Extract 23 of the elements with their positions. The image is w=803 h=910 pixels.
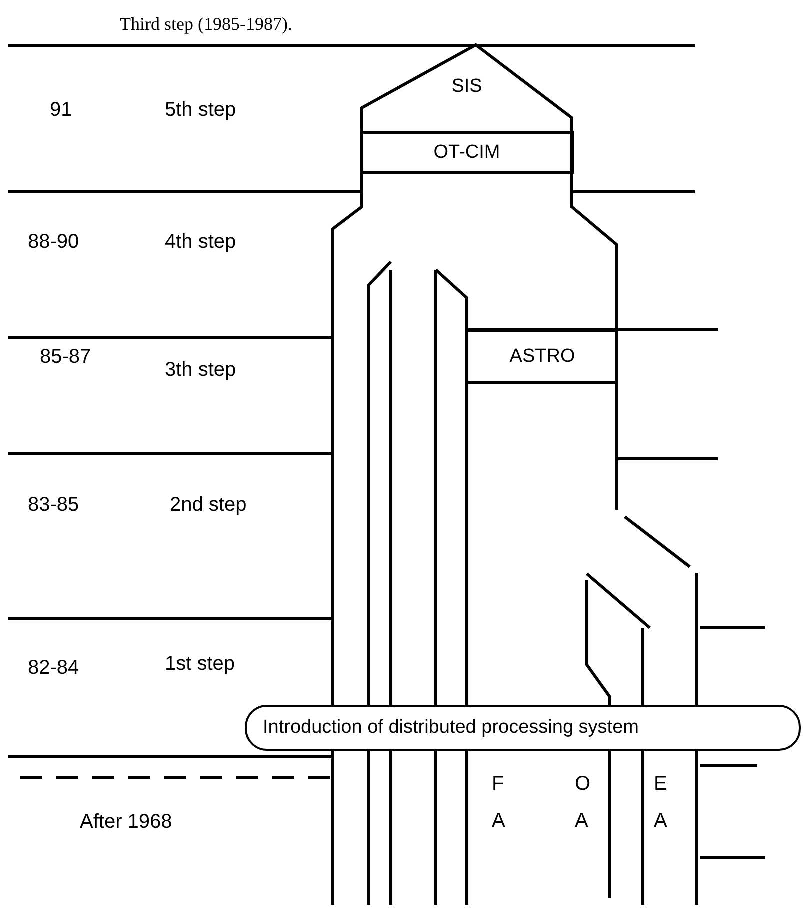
column-label: F A [492,772,506,834]
period-label: 85-87 [40,345,92,369]
period-label: 88-90 [28,230,80,254]
step-label: 1st step [165,652,236,676]
node-label: Introduction of distributed processing system [263,717,639,739]
step-label: 3th step [165,358,236,382]
step-label: 5th step [165,98,236,122]
period-label: After 1968 [80,810,172,834]
period-label: 91 [50,98,72,122]
diagram-title: Third step (1985-1987). [120,13,292,36]
node-label: ASTRO [510,346,576,368]
step-label: 2nd step [170,493,247,517]
column-label: E A [654,772,668,834]
column-label: O A [575,772,592,834]
node-label: OT-CIM [434,142,500,164]
system-band [360,131,574,174]
system-block [360,43,574,134]
rounded-banner [245,705,801,751]
node-label: SIS [452,76,482,98]
period-label: 82-84 [28,656,80,680]
period-label: 83-85 [28,493,80,517]
system-band [467,329,618,384]
step-label: 4th step [165,230,236,254]
